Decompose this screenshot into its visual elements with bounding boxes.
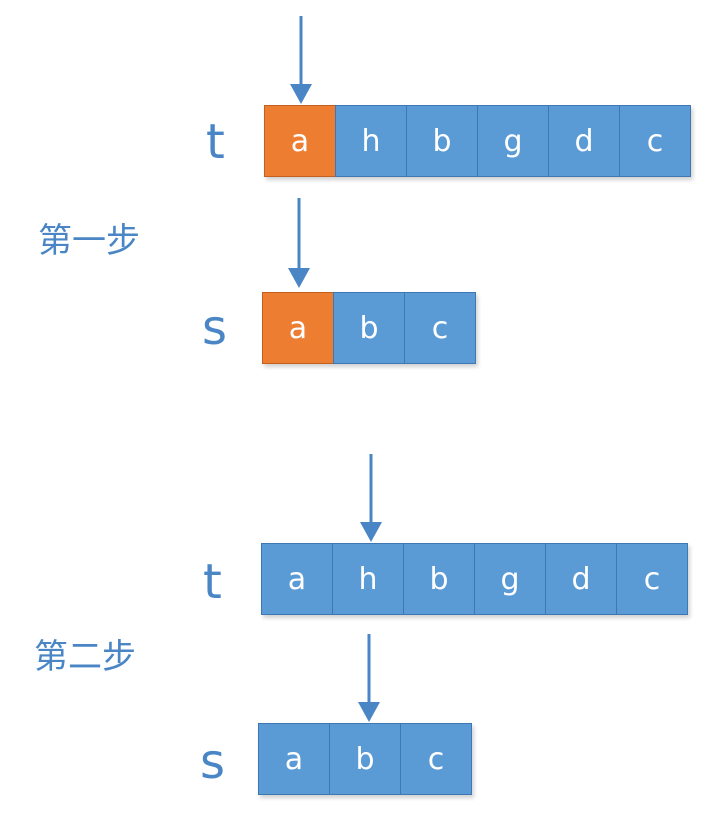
highlighted-char-cell: a [264, 105, 336, 177]
char-cell: b [406, 105, 478, 177]
char-cell: b [333, 292, 405, 364]
char-cell: c [404, 292, 476, 364]
char-cell: h [335, 105, 407, 177]
step2-s-label: s [200, 734, 226, 790]
step2-s-pointer-arrow [358, 634, 380, 722]
char-cell: c [619, 105, 691, 177]
step1-s-pointer-arrow [288, 198, 310, 288]
char-cell: b [403, 543, 475, 615]
char-cell: a [261, 543, 333, 615]
highlighted-char-cell: a [262, 292, 334, 364]
char-cell: d [548, 105, 620, 177]
step1-label: 第一步 [38, 221, 140, 261]
step2-t-pointer-arrow [360, 454, 382, 542]
char-cell: g [477, 105, 549, 177]
char-cell: c [400, 723, 472, 795]
char-cell: d [545, 543, 617, 615]
step2-t-label: t [203, 554, 222, 610]
step1-t-label: t [206, 114, 225, 170]
char-cell: h [332, 543, 404, 615]
char-cell: a [258, 723, 330, 795]
char-cell: b [329, 723, 401, 795]
char-cell: c [616, 543, 688, 615]
char-cell: g [474, 543, 546, 615]
step1-s-label: s [202, 300, 228, 356]
step1-t-pointer-arrow [290, 16, 312, 104]
step2-label: 第二步 [34, 637, 136, 677]
